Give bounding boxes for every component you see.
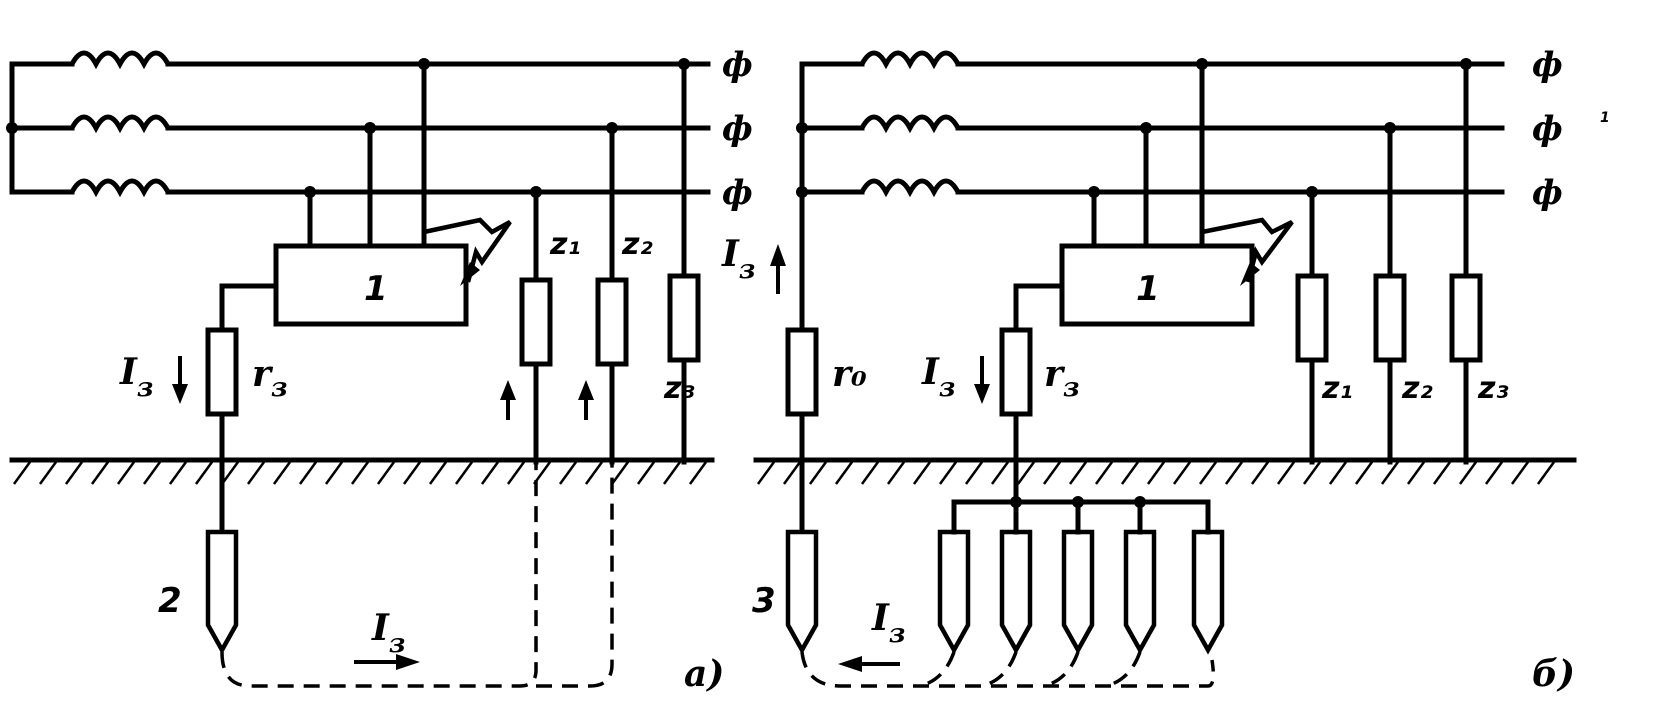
ground-electrode-icon	[1123, 529, 1157, 655]
z2-label: z₂	[621, 227, 653, 262]
current-label: Iз	[921, 351, 955, 403]
resistor-icon	[1295, 273, 1329, 363]
resistor-icon	[667, 273, 701, 363]
lightning-fault-icon	[423, 217, 512, 283]
ground-electrode-icon	[785, 529, 819, 655]
r0-label: r₀	[832, 353, 867, 395]
panel-b: ф ф ф r₀ Iз 3 1 rз Iз	[721, 45, 1577, 695]
z3-label: z₃	[1477, 371, 1509, 406]
device-1-label: 1	[364, 269, 388, 309]
device-1-label: 1	[1136, 269, 1160, 309]
resistor-icon	[595, 277, 629, 367]
device-1-box-a	[273, 243, 469, 327]
z2-label: z₂	[1401, 371, 1433, 406]
margin-mark: 1	[1600, 110, 1610, 126]
resistor-icon	[519, 277, 553, 367]
ground-electrode-icon	[1061, 529, 1095, 655]
lightning-fault-icon	[1201, 217, 1294, 283]
inductor-icon	[862, 117, 958, 128]
current-arrow-up	[578, 380, 594, 400]
return-current-path	[800, 651, 1216, 688]
resistor-icon	[999, 327, 1033, 417]
electrode-label: 3	[752, 581, 776, 621]
rz-label: rз	[252, 353, 288, 403]
caption-a: а)	[684, 653, 724, 695]
rz-label: rз	[1044, 353, 1080, 403]
phase-label: ф	[722, 45, 753, 85]
current-label: Iз	[371, 607, 405, 659]
current-arrow-left	[838, 656, 862, 672]
electrode-label: 2	[158, 581, 182, 621]
current-label: Iз	[871, 597, 905, 649]
current-arrow-down	[974, 384, 990, 404]
ground-hatch-b	[756, 461, 1556, 485]
inductor-icon	[862, 181, 958, 192]
phase-label: ф	[722, 173, 753, 213]
current-arrow-right	[396, 654, 420, 670]
panel-a: ф ф ф 1 rз Iз 2	[6, 45, 753, 695]
z1-label: z₁	[1321, 371, 1353, 406]
phase-label: ф	[1532, 173, 1563, 213]
resistor-icon	[205, 327, 239, 417]
current-arrow-up	[770, 244, 786, 266]
inductor-icon	[72, 181, 168, 192]
inductor-icon	[72, 117, 168, 128]
ground-electrode-icon	[1191, 529, 1225, 655]
return-current-path	[220, 462, 538, 688]
z3-label: z₃	[663, 371, 695, 406]
current-arrow-down	[172, 384, 188, 404]
phase-label: ф	[1532, 109, 1563, 149]
current-arrow-up	[500, 380, 516, 400]
ground-electrode-icon	[937, 529, 971, 655]
caption-b: б)	[1532, 653, 1575, 695]
ground-electrode-icon	[999, 529, 1033, 655]
resistor-icon	[1449, 273, 1483, 363]
z1-label: z₁	[549, 227, 581, 262]
current-label: Iз	[119, 351, 153, 403]
ground-hatch-a	[12, 461, 708, 485]
ground-electrode-icon	[205, 529, 239, 655]
resistor-icon	[785, 327, 819, 417]
phase-label: ф	[722, 109, 753, 149]
current-label: Iз	[721, 233, 755, 285]
resistor-icon	[1373, 273, 1407, 363]
inductor-icon	[862, 53, 958, 64]
phase-label: ф	[1532, 45, 1563, 85]
inductor-icon	[72, 53, 168, 64]
